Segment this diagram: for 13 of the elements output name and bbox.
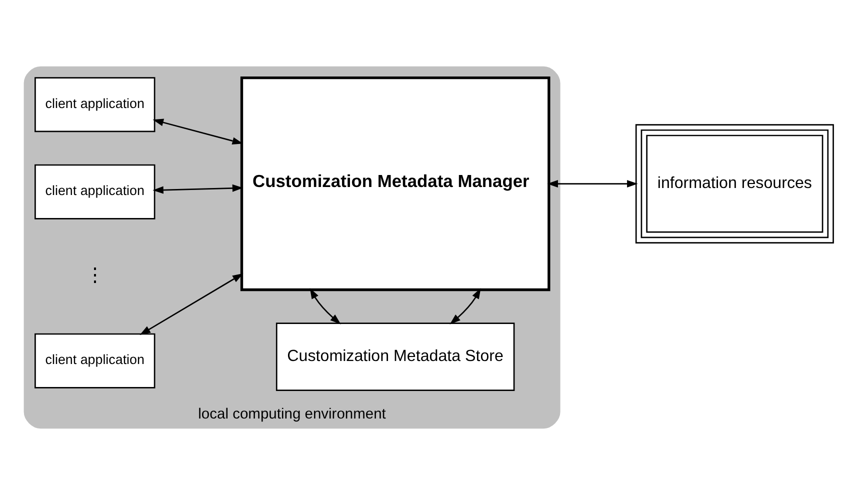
arrow xyxy=(152,184,244,194)
node-box: Customization Metadata Manager xyxy=(240,76,550,292)
node-box: client application xyxy=(34,77,156,132)
node-box: client application xyxy=(34,333,156,388)
node-box: information resources xyxy=(635,124,834,244)
arrow xyxy=(450,288,481,324)
node-box: Customization Metadata Store xyxy=(276,322,515,392)
arrow xyxy=(547,180,638,188)
arrow xyxy=(310,288,341,324)
node-box: client application xyxy=(34,164,156,220)
arrow xyxy=(140,273,244,335)
arrow xyxy=(152,118,244,145)
label: ⋮ xyxy=(85,264,104,286)
